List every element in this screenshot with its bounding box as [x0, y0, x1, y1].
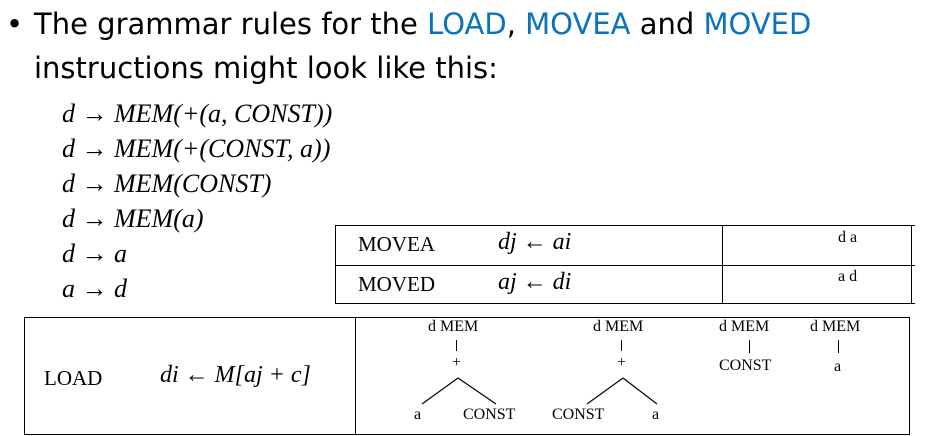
tree-edge	[749, 340, 750, 353]
tree-edge	[456, 340, 457, 351]
grammar-rule: d → a	[62, 239, 127, 268]
tree-root: d MEM	[719, 318, 770, 335]
grammar-rule: d → MEM(+(CONST, a))	[62, 134, 331, 163]
tree-plus: +	[452, 354, 462, 371]
tree-root: d MEM	[593, 318, 644, 335]
table-border	[335, 303, 915, 304]
heading-comma: ,	[506, 7, 526, 41]
table-border	[355, 317, 356, 435]
tree-branches	[421, 377, 497, 405]
tree-edge	[838, 340, 839, 353]
table-border	[24, 317, 910, 435]
tree-branches	[586, 377, 658, 405]
tree-leaf: CONST	[552, 406, 605, 423]
heading-line-1: • The grammar rules for the LOAD, MOVEA a…	[6, 4, 811, 44]
tree-leaf: a	[652, 406, 660, 423]
tree-leaf: CONST	[463, 406, 516, 423]
table-border	[911, 225, 912, 304]
table-border	[722, 225, 723, 304]
grammar-rule: d → MEM(CONST)	[62, 169, 272, 198]
heading-line-2: instructions might look like this:	[34, 51, 498, 85]
grammar-rule: d → MEM(a)	[62, 204, 204, 233]
expr-movea: dj ← ai	[498, 229, 572, 255]
tree-moved: a d	[838, 268, 858, 285]
tree-root: d MEM	[428, 318, 479, 335]
tree-edge	[621, 340, 622, 351]
table-border	[335, 265, 915, 266]
keyword-moved: MOVED	[703, 7, 812, 41]
tree-leaf: CONST	[719, 357, 772, 374]
tree-root: d MEM	[810, 318, 861, 335]
keyword-load: LOAD	[427, 7, 507, 41]
table-border	[335, 225, 336, 304]
grammar-rule: a → d	[62, 274, 127, 303]
tree-leaf: a	[834, 358, 842, 375]
table-border	[335, 225, 915, 226]
op-moved: MOVED	[358, 272, 435, 296]
heading-text: The grammar rules for the	[34, 7, 428, 41]
heading-and: and	[630, 7, 704, 41]
op-movea: MOVEA	[358, 232, 435, 256]
expr-moved: aj ← di	[498, 269, 572, 295]
grammar-rule: d → MEM(+(a, CONST))	[62, 99, 333, 128]
tree-leaf: a	[414, 406, 422, 423]
expr-load: di ← M[aj + c]	[160, 362, 311, 388]
tree-movea: d a	[838, 229, 858, 246]
bullet-icon: •	[6, 7, 24, 41]
op-load: LOAD	[44, 366, 103, 390]
tree-plus: +	[617, 354, 627, 371]
keyword-movea: MOVEA	[525, 7, 631, 41]
